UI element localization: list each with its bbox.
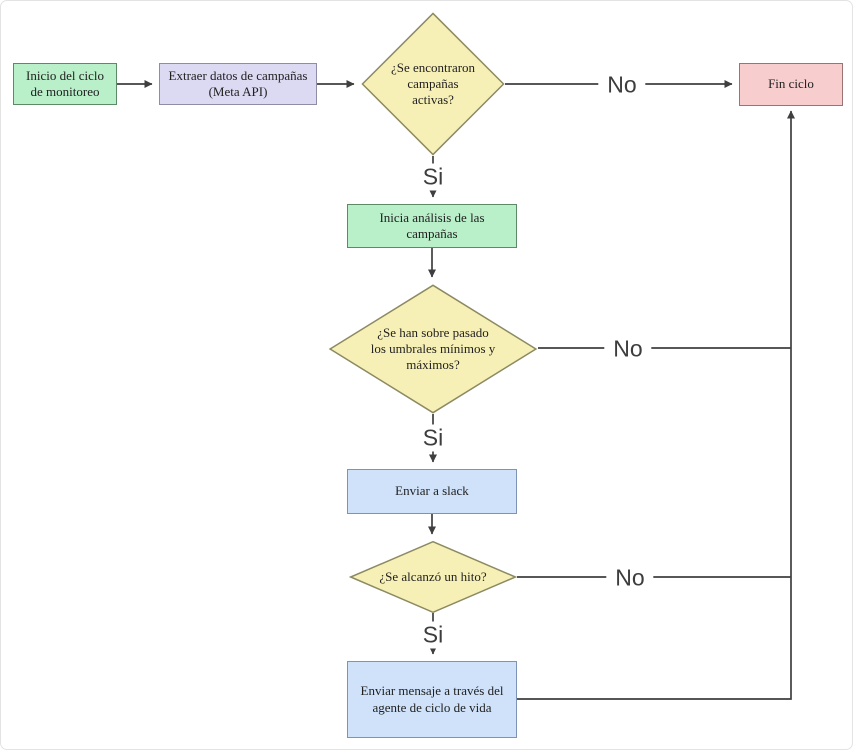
decision-hito[interactable]: ¿Se alcanzó un hito? xyxy=(349,541,517,613)
decision-umbrales[interactable]: ¿Se han sobre pasado los umbrales mínimo… xyxy=(328,284,538,414)
edge-label-no-2: No xyxy=(604,335,652,363)
decision-hito-label: ¿Se alcanzó un hito? xyxy=(379,568,487,584)
decision-umbrales-label: ¿Se han sobre pasado los umbrales mínimo… xyxy=(370,324,496,373)
node-extraer-datos-label: Extraer datos de campañas (Meta API) xyxy=(168,67,308,99)
node-inicia-analisis-label: Inicia análisis de las campañas xyxy=(379,209,485,241)
node-inicia-analisis[interactable]: Inicia análisis de las campañas xyxy=(347,204,517,248)
edge-label-no-1: No xyxy=(598,71,646,99)
diamond-shape xyxy=(328,284,538,414)
node-fin-ciclo-label: Fin ciclo xyxy=(768,76,814,92)
node-enviar-mensaje-agente[interactable]: Enviar mensaje a través del agente de ci… xyxy=(347,661,517,738)
diamond-shape xyxy=(349,541,517,613)
node-inicio-ciclo[interactable]: Inicio del ciclo de monitoreo xyxy=(13,63,117,105)
edge-label-si-1: Si xyxy=(413,163,453,191)
edge-label-no-3: No xyxy=(606,564,654,592)
edge-label-si-2: Si xyxy=(413,424,453,452)
edge-label-si-3: Si xyxy=(413,621,453,649)
node-enviar-slack-label: Enviar a slack xyxy=(395,483,469,499)
diamond-shape xyxy=(361,12,505,156)
node-fin-ciclo[interactable]: Fin ciclo xyxy=(739,63,843,106)
node-inicio-ciclo-label: Inicio del ciclo de monitoreo xyxy=(26,67,104,99)
node-enviar-mensaje-agente-label: Enviar mensaje a través del agente de ci… xyxy=(360,683,504,715)
node-enviar-slack[interactable]: Enviar a slack xyxy=(347,469,517,514)
decision-campanas-activas-label: ¿Se encontraron campañas activas? xyxy=(390,59,476,108)
decision-campanas-activas[interactable]: ¿Se encontraron campañas activas? xyxy=(361,12,505,156)
node-extraer-datos[interactable]: Extraer datos de campañas (Meta API) xyxy=(159,63,317,105)
